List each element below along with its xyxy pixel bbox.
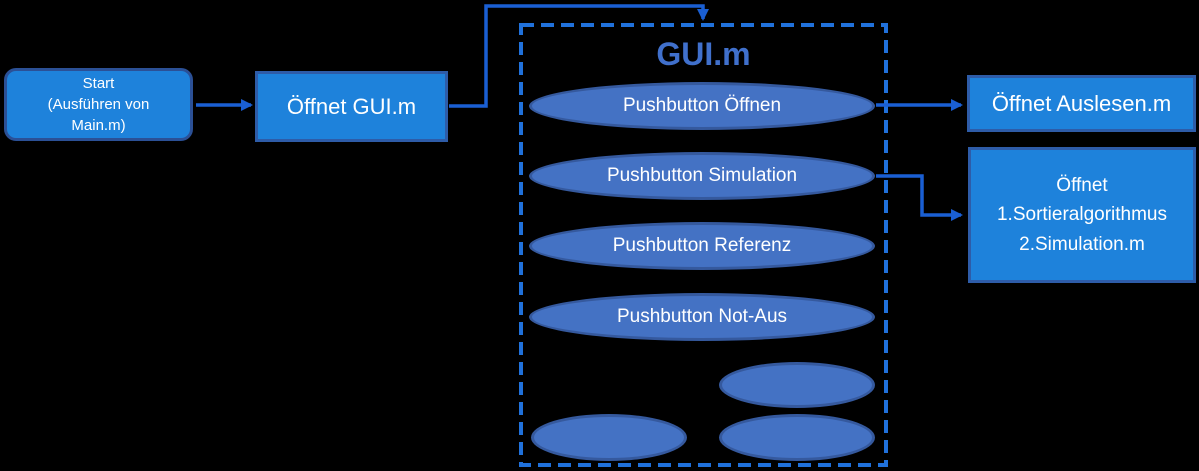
start-node: Start (Ausführen von Main.m) [4,68,193,141]
pushbutton-referenz-ellipse: Pushbutton Referenz [529,222,875,270]
open-sortsim-line1: Öffnet [1056,174,1108,196]
pushbutton-notaus-label: Pushbutton Not-Aus [616,306,788,327]
start-node-line1: Start [82,75,115,92]
connector-open-gui-to-gui-container [449,4,709,108]
open-auslesen-node: Öffnet Auslesen.m [967,75,1196,132]
pushbutton-simulation-ellipse: Pushbutton Simulation [529,152,875,200]
open-gui-node: Öffnet GUI.m [255,71,448,142]
empty-ellipse-1 [719,362,875,408]
pushbutton-oeffnen-label: Pushbutton Öffnen [622,95,782,116]
pushbutton-referenz-label: Pushbutton Referenz [612,235,792,256]
gui-container-title: GUI.m [656,35,751,72]
empty-ellipse-2 [531,414,687,461]
pushbutton-oeffnen-ellipse: Pushbutton Öffnen [529,82,875,130]
open-sortsim-line2: 1.Sortieralgorithmus [996,204,1168,226]
open-sortsim-node: Öffnet 1.Sortieralgorithmus 2.Simulation… [968,147,1196,283]
pushbutton-notaus-ellipse: Pushbutton Not-Aus [529,293,875,341]
gui-container-dashed-border [519,23,888,467]
open-gui-label: Öffnet GUI.m [286,93,417,119]
pushbutton-simulation-label: Pushbutton Simulation [606,165,798,186]
open-auslesen-label: Öffnet Auslesen.m [991,90,1172,116]
start-node-line2: (Ausführen von [47,96,150,113]
connector-simulation-to-sortsim [876,174,963,221]
start-node-line3: Main.m) [71,117,126,134]
open-sortsim-line3: 2.Simulation.m [1019,233,1145,255]
empty-ellipse-3 [719,414,875,461]
